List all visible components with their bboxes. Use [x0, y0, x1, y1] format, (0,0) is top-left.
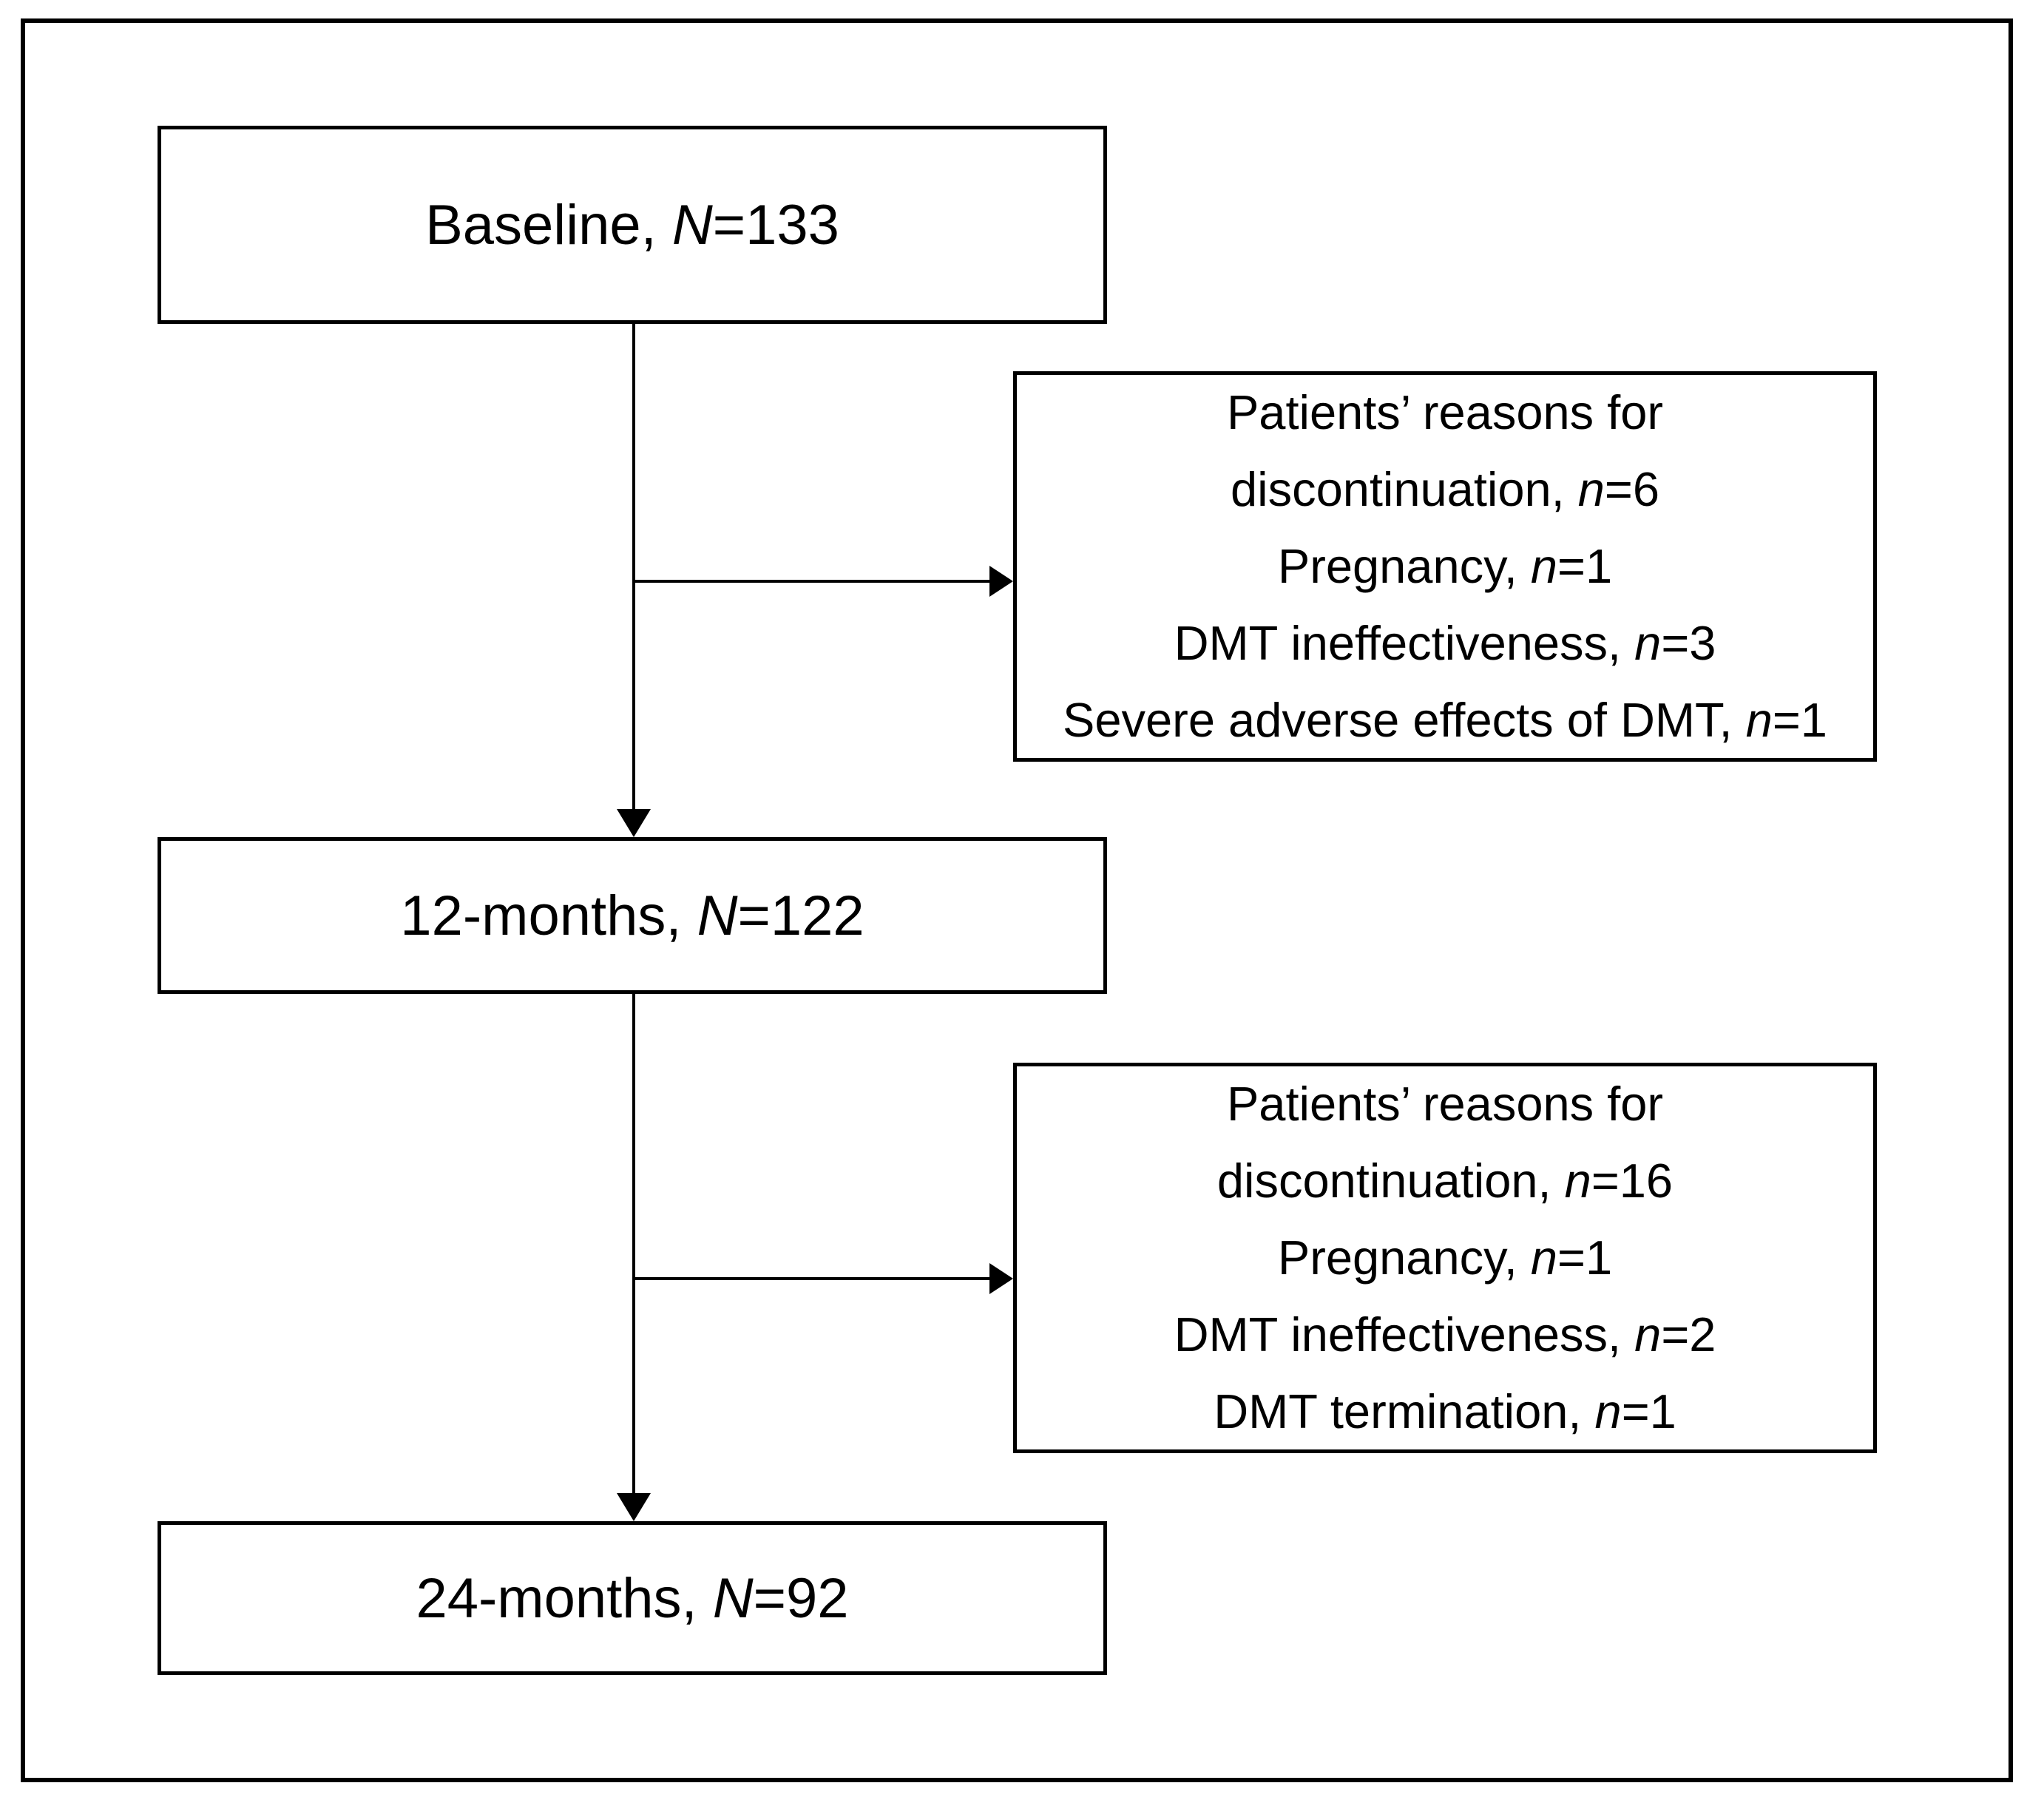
dropout-line-text: discontinuation, [1216, 1154, 1565, 1208]
dropout-line-text: DMT termination, [1214, 1384, 1595, 1438]
dropout-line-text: Pregnancy, [1277, 539, 1531, 593]
dropout-line-n-variable: n [1577, 462, 1605, 516]
arrowhead-right-dropout-1 [989, 566, 1013, 597]
dropout-line: Pregnancy, n=1 [1278, 1219, 1612, 1296]
dropout-line-n-value: =1 [1557, 1231, 1613, 1285]
connector-baseline-to-12-months [632, 324, 635, 812]
stage-box-baseline: Baseline, N=133 [158, 126, 1107, 324]
dropout-line-text: Patients’ reasons for [1226, 385, 1664, 439]
stage-label-24-months: 24-months, N=92 [416, 1566, 848, 1631]
dropout-line-n-variable: n [1745, 693, 1773, 747]
dropout-line-n-value: =1 [1772, 693, 1827, 747]
dropout-line-text: Pregnancy, [1277, 1231, 1531, 1285]
dropout-line-n-variable: n [1594, 1384, 1622, 1438]
stage-label-n-variable: N [712, 1566, 754, 1630]
stage-label-n-value: =92 [753, 1566, 849, 1630]
stage-label-n-value: =122 [737, 884, 864, 947]
arrowhead-right-dropout-2 [989, 1263, 1013, 1294]
stage-label-text: Baseline, [425, 193, 672, 257]
arrowhead-down-24-months [617, 1493, 651, 1521]
stage-label-baseline: Baseline, N=133 [425, 193, 839, 257]
dropout-line-n-value: =3 [1661, 616, 1716, 670]
dropout-line-n-value: =1 [1621, 1384, 1676, 1438]
dropout-line-text: DMT ineffectiveness, [1174, 616, 1635, 670]
stage-label-n-variable: N [671, 193, 713, 257]
dropout-line: DMT ineffectiveness, n=2 [1174, 1296, 1716, 1373]
dropout-line: Patients’ reasons for [1227, 374, 1663, 451]
stage-label-n-value: =133 [712, 193, 839, 257]
arrowhead-down-12-months [617, 809, 651, 837]
dropout-line-n-variable: n [1634, 616, 1662, 670]
dropout-line: discontinuation, n=6 [1231, 451, 1659, 528]
dropout-line-n-variable: n [1564, 1154, 1591, 1208]
dropout-line-n-value: =2 [1661, 1307, 1716, 1361]
dropout-line-text: DMT ineffectiveness, [1174, 1307, 1635, 1361]
dropout-line: Severe adverse effects of DMT, n=1 [1063, 682, 1827, 759]
connector-branch-to-dropout-1 [632, 580, 991, 583]
dropout-line-n-variable: n [1530, 1231, 1558, 1285]
dropout-line-n-value: =6 [1604, 462, 1660, 516]
dropout-line: discontinuation, n=16 [1217, 1143, 1673, 1219]
stage-label-12-months: 12-months, N=122 [400, 884, 864, 948]
dropout-line-text: discontinuation, [1230, 462, 1578, 516]
dropout-line-n-value: =1 [1557, 539, 1613, 593]
dropout-box-baseline-to-12-months: Patients’ reasons for discontinuation, n… [1013, 371, 1877, 762]
connector-12-to-24-months [632, 992, 635, 1495]
dropout-line-text: Severe adverse effects of DMT, [1063, 693, 1746, 747]
dropout-line: DMT termination, n=1 [1214, 1373, 1676, 1450]
dropout-line: Patients’ reasons for [1227, 1066, 1663, 1143]
dropout-line-n-variable: n [1530, 539, 1558, 593]
stage-label-text: 12-months, [400, 884, 697, 947]
stage-label-text: 24-months, [416, 1566, 713, 1630]
dropout-line: DMT ineffectiveness, n=3 [1174, 605, 1716, 682]
dropout-line-n-variable: n [1634, 1307, 1662, 1361]
dropout-line: Pregnancy, n=1 [1278, 528, 1612, 605]
stage-box-24-months: 24-months, N=92 [158, 1521, 1107, 1675]
stage-box-12-months: 12-months, N=122 [158, 837, 1107, 994]
dropout-line-text: Patients’ reasons for [1226, 1077, 1664, 1131]
dropout-line-n-value: =16 [1591, 1154, 1674, 1208]
connector-branch-to-dropout-2 [632, 1277, 991, 1280]
dropout-box-12-to-24-months: Patients’ reasons for discontinuation, n… [1013, 1063, 1877, 1453]
stage-label-n-variable: N [697, 884, 738, 947]
